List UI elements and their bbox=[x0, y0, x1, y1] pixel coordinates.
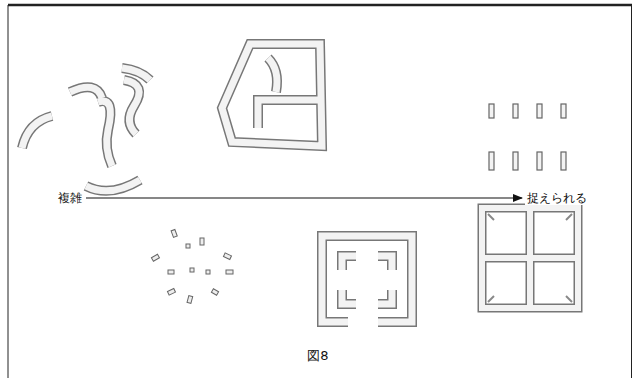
square-room bbox=[322, 236, 412, 322]
axis-label: 複雑 bbox=[56, 191, 84, 205]
frame bbox=[8, 5, 632, 378]
irregular-room bbox=[222, 44, 322, 146]
axis-arrow bbox=[86, 197, 522, 198]
figure-caption: 図8 bbox=[307, 348, 328, 364]
column-bars bbox=[489, 104, 566, 170]
grid-room bbox=[482, 208, 578, 308]
curved-walls bbox=[22, 68, 150, 191]
axis-label: 捉えられる bbox=[525, 191, 589, 205]
scattered-pieces bbox=[151, 229, 233, 303]
